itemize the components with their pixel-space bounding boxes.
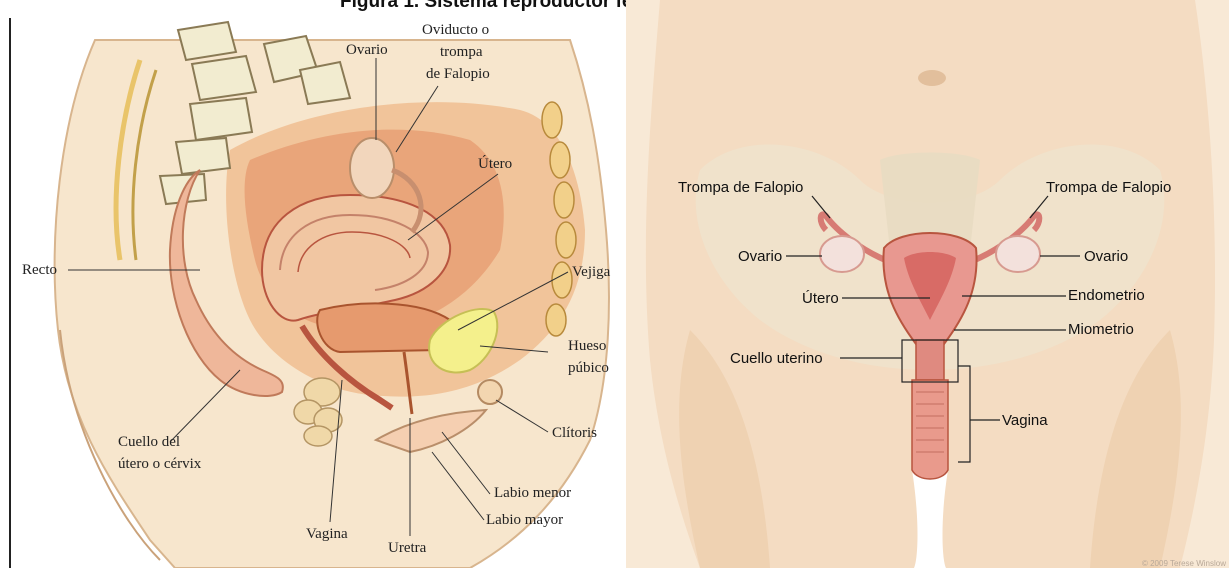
label-oviducto-2: trompa <box>440 44 483 60</box>
label-clitoris: Clítoris <box>552 425 597 441</box>
label-trompa-right: Trompa de Falopio <box>1046 179 1171 196</box>
label-hueso-2: púbico <box>568 360 609 376</box>
label-labio-mayor: Labio mayor <box>486 512 563 528</box>
label-ovario-left: Ovario <box>738 248 782 265</box>
label-recto: Recto <box>22 262 57 278</box>
label-oviducto-1: Oviducto o <box>422 22 489 38</box>
right-frontal-diagram: Trompa de Falopio Trompa de Falopio Ovar… <box>626 0 1229 568</box>
label-vagina-left: Vagina <box>306 526 348 542</box>
label-cuello-1: Cuello del <box>118 434 180 450</box>
label-ovario: Ovario <box>346 42 388 58</box>
leg-gap <box>912 470 948 568</box>
label-endometrio: Endometrio <box>1068 287 1145 304</box>
label-vagina-right: Vagina <box>1002 412 1048 429</box>
label-trompa-left: Trompa de Falopio <box>678 179 803 196</box>
label-labio-menor: Labio menor <box>494 485 571 501</box>
label-oviducto-3: de Falopio <box>426 66 490 82</box>
copyright-text: © 2009 Terese Winslow <box>1142 559 1226 568</box>
ovary-right <box>996 236 1040 272</box>
navel <box>918 70 946 86</box>
label-ovario-right: Ovario <box>1084 248 1128 265</box>
vagina-front <box>912 380 948 479</box>
label-utero-right: Útero <box>802 290 839 307</box>
label-vejiga: Vejiga <box>572 264 611 280</box>
ovary-left <box>820 236 864 272</box>
cervix <box>916 340 944 380</box>
left-sagittal-diagram: Ovario Oviducto o trompa de Falopio Úter… <box>10 18 611 568</box>
label-utero: Útero <box>478 155 512 172</box>
label-hueso-1: Hueso <box>568 338 606 354</box>
clitoris <box>478 380 502 404</box>
label-uretra: Uretra <box>388 540 427 556</box>
label-cuello-uterino: Cuello uterino <box>730 350 823 367</box>
ovary <box>350 138 394 198</box>
label-miometrio: Miometrio <box>1068 321 1134 338</box>
label-cuello-2: útero o cérvix <box>118 456 202 472</box>
